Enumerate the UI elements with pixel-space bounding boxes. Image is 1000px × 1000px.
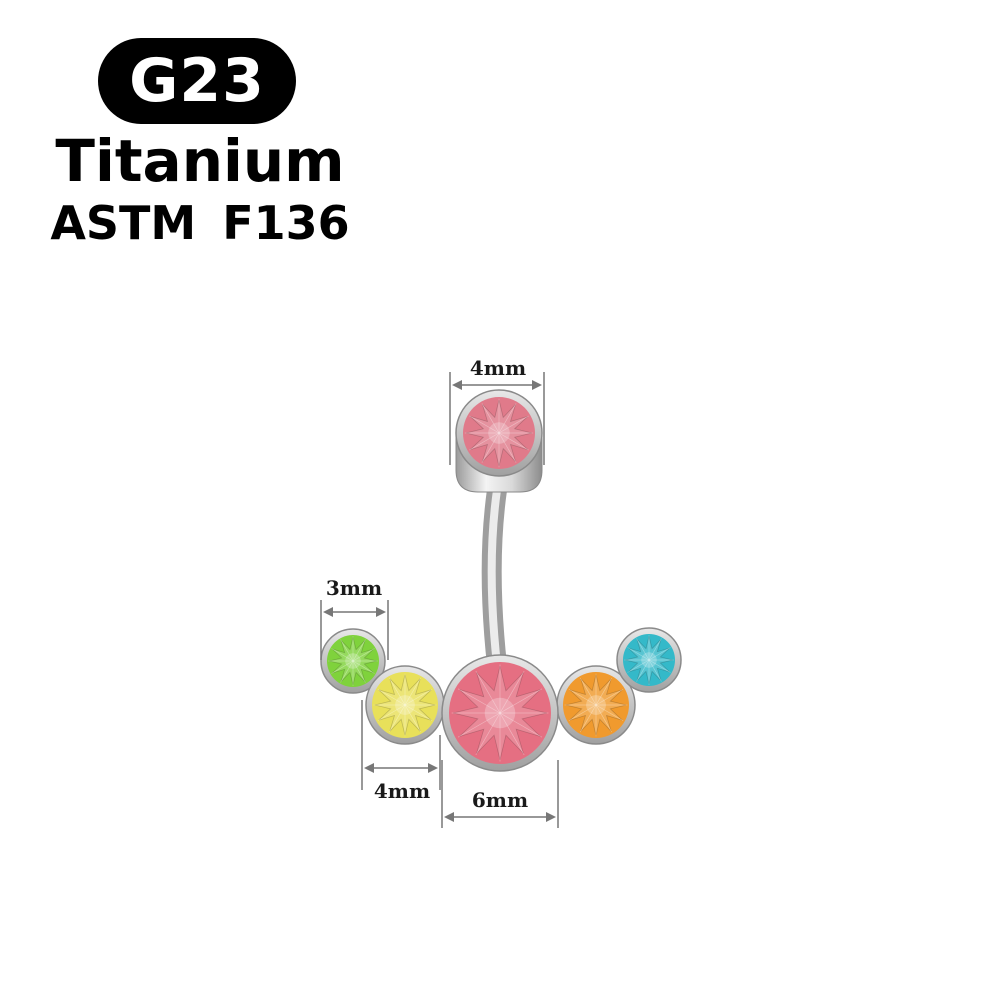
curved-bar-highlight [487, 489, 501, 666]
gem-teal [623, 634, 675, 686]
gem-green [327, 635, 379, 687]
gem-center [449, 662, 551, 764]
dimension-side-gem-label: 4mm [374, 779, 430, 803]
top-gem [455, 389, 543, 493]
dimension-top-gem: 4mm [449, 356, 545, 465]
material-title: Titanium [55, 127, 345, 195]
dimension-center-gem: 6mm [441, 760, 559, 828]
dimension-small-gem: 3mm [320, 576, 389, 660]
grade-badge: G23 [98, 38, 296, 124]
gem-yellow [372, 672, 438, 738]
dimension-small-gem-label: 3mm [326, 576, 382, 600]
grade-text: G23 [129, 46, 265, 116]
gem-orange [563, 672, 629, 738]
dimension-top-gem-label: 4mm [470, 356, 526, 380]
dimension-center-gem-label: 6mm [472, 788, 528, 812]
dimension-side-gem: 4mm [361, 700, 441, 803]
standard-title: ASTM F136 [50, 196, 350, 250]
